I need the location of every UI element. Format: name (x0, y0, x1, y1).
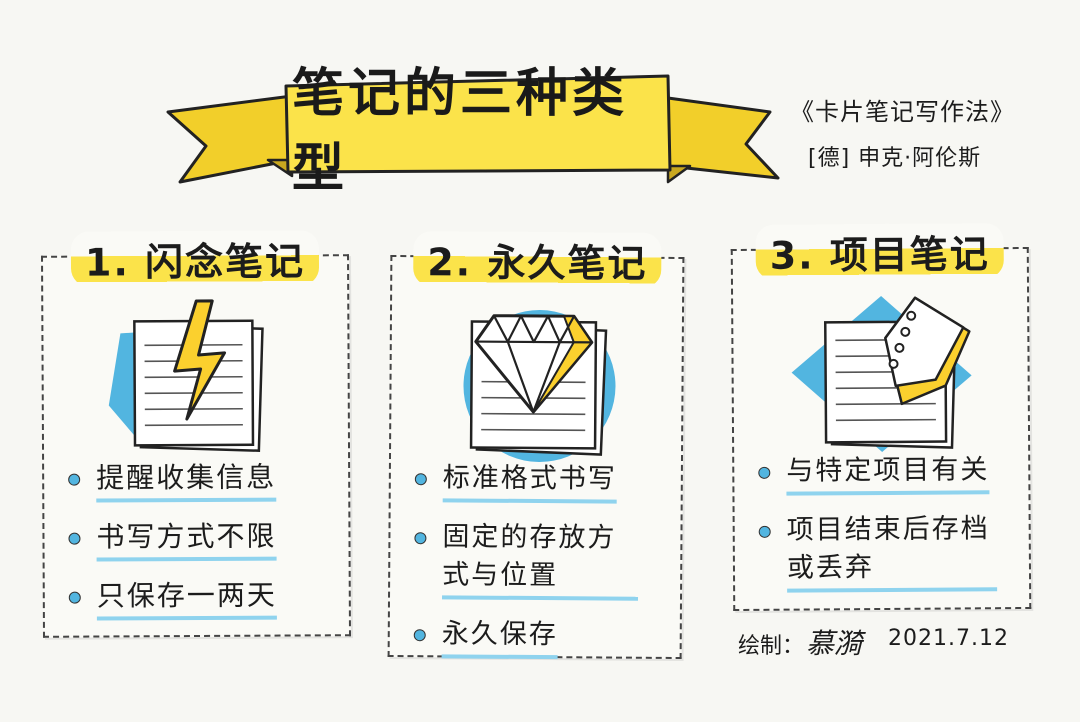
bullet-dot (758, 466, 771, 479)
list-item: 永久保存 (413, 615, 670, 660)
signature-date: 2021.7.12 (888, 626, 1009, 651)
card-project-notes: 3. 项目笔记 (730, 223, 1032, 612)
lightning-bolt-icon (108, 299, 264, 452)
page-title: 笔记的三种类型 (292, 64, 629, 199)
bullet-text: 只保存一两天 (96, 576, 277, 621)
source-author: [德] 申克·阿伦斯 (808, 146, 982, 171)
list-item: 固定的存放方式与位置 (414, 518, 671, 601)
bullet-list: 提醒收集信息 书写方式不限 只保存一两天 (68, 458, 339, 636)
bullet-dot (68, 473, 81, 486)
bullet-dot (68, 591, 81, 604)
bullet-dot (414, 473, 427, 486)
diamond-icon (463, 310, 616, 463)
bullet-text: 提醒收集信息 (96, 458, 277, 503)
list-item: 提醒收集信息 (68, 458, 338, 503)
bullet-dot (414, 532, 427, 545)
card-title: 2. 永久笔记 (413, 231, 662, 288)
card-permanent-notes: 2. 永久笔记 标准格式书写 (387, 231, 685, 660)
list-item: 与特定项目有关 (758, 451, 1018, 496)
signature: 绘制：慕漪 (738, 622, 862, 662)
card-title: 1. 闪念笔记 (70, 230, 320, 287)
bullet-dot (68, 532, 81, 545)
bullet-text: 标准格式书写 (442, 459, 617, 504)
bullet-text: 固定的存放方式与位置 (442, 518, 639, 601)
signature-name: 慕漪 (806, 627, 863, 660)
title-ribbon (166, 74, 780, 184)
card-fleeting-notes: 1. 闪念笔记 提醒收集信息 书写方式不限 (41, 230, 351, 638)
bullet-text: 项目结束后存档或丢弃 (786, 510, 998, 593)
bullet-text: 永久保存 (441, 615, 558, 660)
list-item: 只保存一两天 (68, 576, 339, 621)
source-book-title: 《卡片笔记写作法》 (790, 98, 1015, 126)
bullet-list: 标准格式书写 固定的存放方式与位置 永久保存 (413, 459, 670, 676)
bullet-list: 与特定项目有关 项目结束后存档或丢弃 (758, 451, 1019, 609)
card-title: 3. 项目笔记 (755, 223, 1005, 280)
signature-label: 绘制： (738, 634, 805, 659)
list-item: 书写方式不限 (68, 517, 338, 562)
list-item: 项目结束后存档或丢弃 (758, 510, 1020, 593)
bullet-dot (413, 629, 426, 642)
bullet-text: 与特定项目有关 (786, 451, 990, 496)
folded-page-icon (791, 295, 972, 452)
bullet-dot (758, 525, 771, 538)
bullet-text: 书写方式不限 (96, 517, 277, 562)
list-item: 标准格式书写 (414, 459, 671, 504)
